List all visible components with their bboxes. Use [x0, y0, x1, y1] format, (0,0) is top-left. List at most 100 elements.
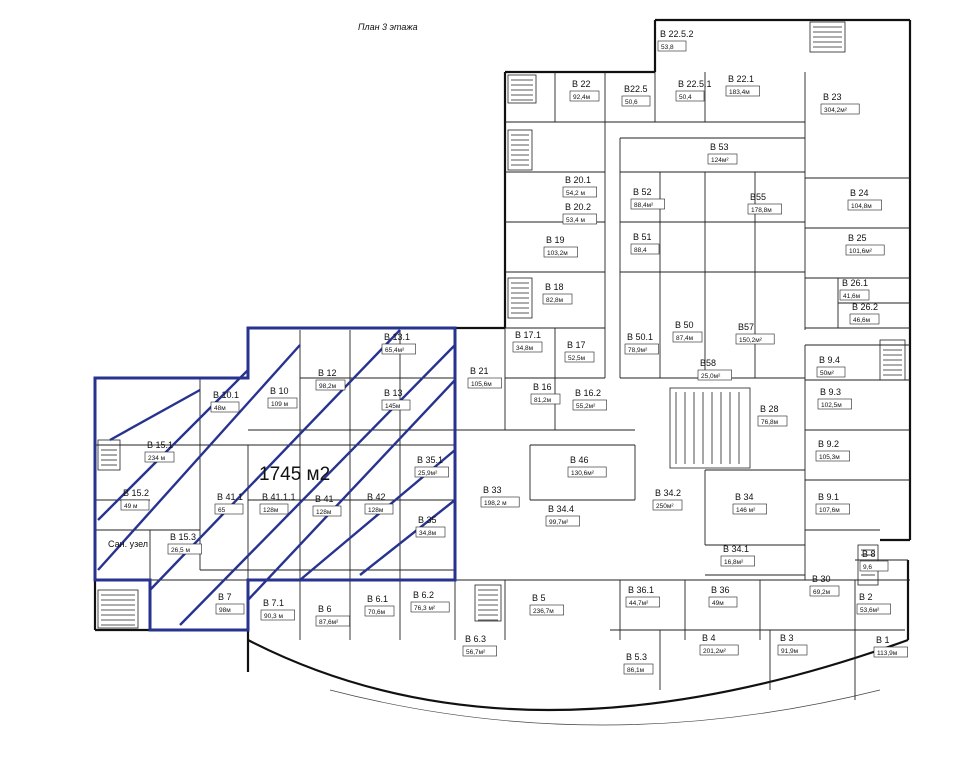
room-area: 53,8: [661, 44, 674, 51]
room-number: B 9.2: [818, 439, 839, 449]
room-number: B 28: [760, 404, 779, 414]
room-number: B 41: [315, 494, 334, 504]
area-box: [672, 331, 703, 343]
area-box: [144, 451, 175, 463]
area-box: [815, 450, 850, 462]
area-box: [697, 369, 732, 381]
room-area: 183,4м: [729, 89, 750, 96]
area-box: [675, 90, 705, 102]
hatch-line: [97, 369, 249, 521]
room: B 5.386,1м: [623, 652, 654, 675]
area-box: [512, 341, 543, 353]
room: B 6.276,3 м²: [410, 590, 450, 613]
area-box: [735, 333, 775, 345]
area-box: [816, 366, 846, 378]
room-number: B 7: [218, 592, 232, 602]
room-number: B 30: [812, 574, 831, 584]
room: B 20.154,2 м: [562, 175, 597, 198]
room-number: B 51: [633, 232, 652, 242]
area-box: [732, 503, 767, 515]
room: B 41 128м: [312, 494, 342, 517]
room-area: 78,9м²: [628, 347, 648, 354]
room-number: B 8: [862, 549, 876, 559]
room-area: 178,8м: [751, 207, 772, 214]
room: B 35.125,9м²: [414, 455, 449, 478]
room-number: B 20.2: [565, 202, 591, 212]
room-area: 201,2м²: [703, 648, 727, 655]
area-box: [817, 398, 852, 410]
area-box: [567, 466, 607, 478]
room-number: B 16: [533, 382, 552, 392]
room: B 6.170,6м: [364, 594, 395, 617]
room-number: B 5.3: [626, 652, 647, 662]
room-area: 130,6м²: [571, 470, 595, 477]
area-box: [260, 609, 295, 621]
room-number: B 35.1: [417, 455, 443, 465]
room: B 41.165: [214, 492, 244, 515]
room: B 22.5.2 53,8: [657, 29, 694, 52]
room-area: 109 м: [271, 401, 289, 408]
room-number: B 9.1: [818, 492, 839, 502]
stair-block: [809, 21, 846, 53]
area-box: [529, 604, 564, 616]
stair-block: [97, 439, 121, 471]
area-box: [747, 203, 782, 215]
area-box: [652, 499, 683, 511]
gallery-curve: [329, 689, 881, 726]
room-area: 124м²: [711, 157, 729, 164]
room-area: 128м: [368, 507, 384, 514]
area-box: [657, 40, 687, 52]
room-area: 236,7м: [533, 608, 554, 615]
area-box: [545, 515, 580, 527]
room-number: B22.5: [624, 84, 648, 94]
room-area: 49м: [712, 600, 724, 607]
room: B 7.190,3 м: [260, 598, 295, 621]
room-area: 87,4м: [676, 335, 694, 342]
room-number: B 22.5.2: [660, 29, 694, 39]
room-number: B 50: [675, 320, 694, 330]
room-area: 105,6м: [471, 381, 492, 388]
room-area: 34,8м: [419, 530, 437, 537]
area-box: [707, 153, 738, 165]
room-area: 70,6м: [368, 609, 386, 616]
room-area: 128м: [316, 509, 332, 516]
room-number: B 4: [702, 633, 716, 643]
room-area: 76,3 м²: [414, 605, 436, 612]
room-number: B 13.1: [384, 332, 410, 342]
area-box: [720, 555, 755, 567]
room: B 17.134,8м: [512, 330, 543, 353]
area-box: [214, 503, 244, 515]
area-box: [414, 466, 449, 478]
room-number: B 41.1: [217, 492, 243, 502]
room-number: B 1: [876, 635, 890, 645]
room-number: B 26.1: [842, 278, 868, 288]
room-number: B 36: [711, 585, 730, 595]
room-area: 101,6м²: [849, 248, 873, 255]
room-area: 55,2м²: [576, 403, 596, 410]
room-area: 44,7м²: [629, 600, 649, 607]
room: B 34.499,7м²: [545, 504, 580, 527]
room-number: B 25: [848, 233, 867, 243]
room: B 34.116,8м²: [720, 544, 755, 567]
area-box: [562, 213, 597, 225]
room-number: B 24: [850, 188, 869, 198]
